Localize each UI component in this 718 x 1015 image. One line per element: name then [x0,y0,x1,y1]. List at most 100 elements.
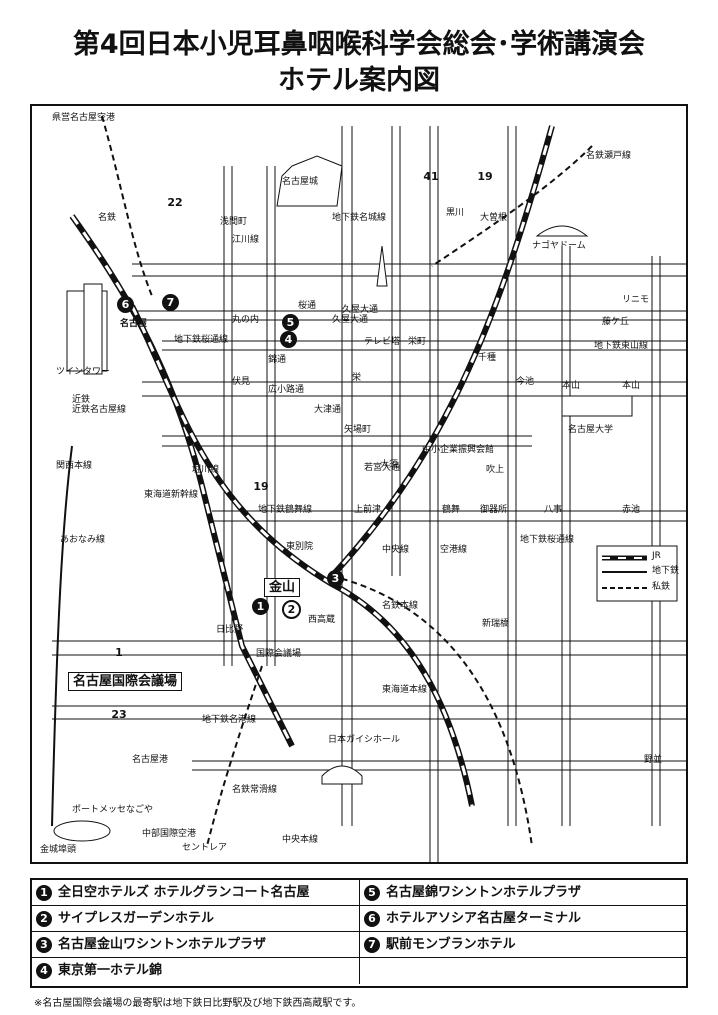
street-horikawa: 堀川線 [192,465,220,475]
landmark-kokusai-small: 国際会議場 [256,649,302,659]
hotel-row-1: 1 全日空ホテルズ ホテルグランコート名古屋 [32,880,360,906]
hotel-number-badge: 4 [36,962,52,979]
station-yagoto: 八事 [544,505,563,515]
hotel-number-badge: 5 [364,884,380,901]
station-kinjofuto: 金城埠頭 [40,845,77,855]
landmark-meieki: 名古屋 [120,319,148,329]
line-jr-chuo: 中央本線 [282,835,319,845]
hotel-number-badge: 6 [364,910,380,927]
street-egawa: 江川線 [232,235,260,245]
hotel-name: 駅前モンブランホテル [386,937,516,952]
landmark-gaishi: 日本ガイシホール [328,735,401,745]
line-tokaido-shinkansen: 東海道新幹線 [144,490,199,500]
map-roads-and-rails [51,115,686,862]
line-kansai: 関西本線 [56,461,93,471]
landmark-chusho: 中小企業振興会館 [422,445,495,455]
line-tokaido-honsen: 東海道本線 [382,685,428,695]
line-sakuradori-south: 地下鉄桜通線 [520,535,575,545]
station-higashibetsuin: 東別院 [286,542,314,552]
station-sengen: 千種 [478,353,497,363]
hotel-row-4: 4 東京第一ホテル錦 [32,958,360,984]
route-22-shield: 22 [167,196,183,209]
hotel-number-badge: 3 [36,936,52,953]
station-yabacho: 矢場町 [344,425,372,435]
route-23-shield: 23 [111,708,127,721]
hotel-name: 全日空ホテルズ ホテルグランコート名古屋 [58,885,310,900]
landmark-univ: 名古屋大学 [568,425,614,435]
landmark-tv-tower: テレビ塔 [364,337,401,347]
footnote: ※名古屋国際会議場の最寄駅は地下鉄日比野駅及び地下鉄西高蔵駅です。 [34,998,362,1009]
line-higashiyama: 地下鉄東山線 [594,341,649,351]
route-19-shield: 19 [477,170,493,183]
hotel-marker-1[interactable]: 1 [252,598,269,615]
line-tsurumai: 地下鉄鶴舞線 [258,505,313,515]
station-kamimaezu: 上前津 [354,505,382,515]
rails [51,115,593,847]
hotel-number-badge: 1 [36,884,52,901]
title-line-1: 第4回日本小児耳鼻咽喉科学会総会･学術講演会 [72,29,646,60]
legend-jr: JR [652,551,661,561]
title-line-2: ホテル案内図 [278,65,440,96]
street-otsu-dori: 大津通 [314,405,342,415]
hotel-name: サイプレスガーデンホテル [58,911,215,926]
line-aonami: あおなみ線 [60,535,106,545]
landmark-kanayama-box: 金山 [264,578,301,597]
hotel-number-badge: 2 [36,910,52,927]
legend-subway: 地下鉄 [652,566,680,576]
landmark-centrair-1: 中部国際空港 [142,829,197,839]
street-kuko: 空港線 [440,545,468,555]
station-ozone: 大曽根 [480,213,508,223]
hotel-marker-4[interactable]: 4 [280,331,297,348]
hotel-marker-2[interactable]: 2 [282,600,301,619]
station-kurokawa: 黒川 [446,208,465,218]
station-hisaya: 久屋大通 [332,315,369,325]
station-osu: 大須 [380,460,399,470]
line-kintetsu-2: 近鉄 [72,395,91,405]
station-nagoyako: 名古屋港 [132,755,169,765]
station-nishitakakura: 西高蔵 [308,615,336,625]
station-fushimi: 伏見 [232,377,251,387]
landmark-twin-tower: ツインタワー [56,367,111,377]
landmark-portmesse: ポートメッセなごや [72,805,154,815]
station-gokiso: 御器所 [480,505,508,515]
hotel-marker-3[interactable]: 3 [327,570,344,587]
street-hisaya-odori: 久屋大通 [342,305,379,315]
landmark-dome: ナゴヤドーム [532,241,586,251]
street-motoyama: 本山 [622,381,641,391]
line-sakura-dori: 地下鉄桜通線 [174,335,229,345]
line-meitetsu-honsen: 名鉄本線 [382,601,419,611]
hotel-legend-table: 1 全日空ホテルズ ホテルグランコート名古屋 5 名古屋錦ワシントンホテルプラザ 2… [30,878,688,988]
hotel-marker-5[interactable]: 5 [282,314,299,331]
hotel-name: 名古屋金山ワシントンホテルプラザ [58,937,267,952]
line-meiko: 地下鉄名港線 [202,715,257,725]
hotel-row-3: 3 名古屋金山ワシントンホテルプラザ [32,932,360,958]
hotel-name: 東京第一ホテル錦 [58,963,163,978]
station-sakae: 栄 [352,373,362,383]
station-motoyama: 本山 [562,381,581,391]
landmark-castle: 名古屋城 [282,177,319,187]
hotel-name: 名古屋錦ワシントンホテルプラザ [386,885,582,900]
hotel-name: ホテルアソシア名古屋ターミナル [386,911,582,926]
route-19-shield-south: 19 [253,480,269,493]
line-chuo: 中央線 [382,545,410,555]
hotel-number-badge: 7 [364,936,380,953]
street-nishiki-dori: 錦通 [268,355,287,365]
line-kinjo: 名鉄常滑線 [232,785,278,795]
line-kintetsu: 近鉄名古屋線 [72,405,127,415]
station-fujigaoka: 藤ケ丘 [602,317,630,327]
venue-label: 名古屋国際会議場 [68,672,183,691]
station-asama: 浅間町 [220,217,248,227]
hotel-row-empty [360,958,686,984]
route-1-shield: 1 [115,646,123,659]
station-akaike: 赤池 [622,505,641,515]
line-type-legend-box [596,545,678,602]
landmark-airport-prefecture: 県営名古屋空港 [52,113,116,123]
hotel-marker-7[interactable]: 7 [162,294,179,311]
hotel-row-2: 2 サイプレスガーデンホテル [32,906,360,932]
station-fukiage: 吹上 [486,465,505,475]
hotel-marker-6[interactable]: 6 [117,296,134,313]
route-41-shield: 41 [423,170,439,183]
hotel-row-6: 6 ホテルアソシア名古屋ターミナル [360,906,686,932]
hotel-row-5: 5 名古屋錦ワシントンホテルプラザ [360,880,686,906]
station-nokami: 野並 [644,755,663,765]
